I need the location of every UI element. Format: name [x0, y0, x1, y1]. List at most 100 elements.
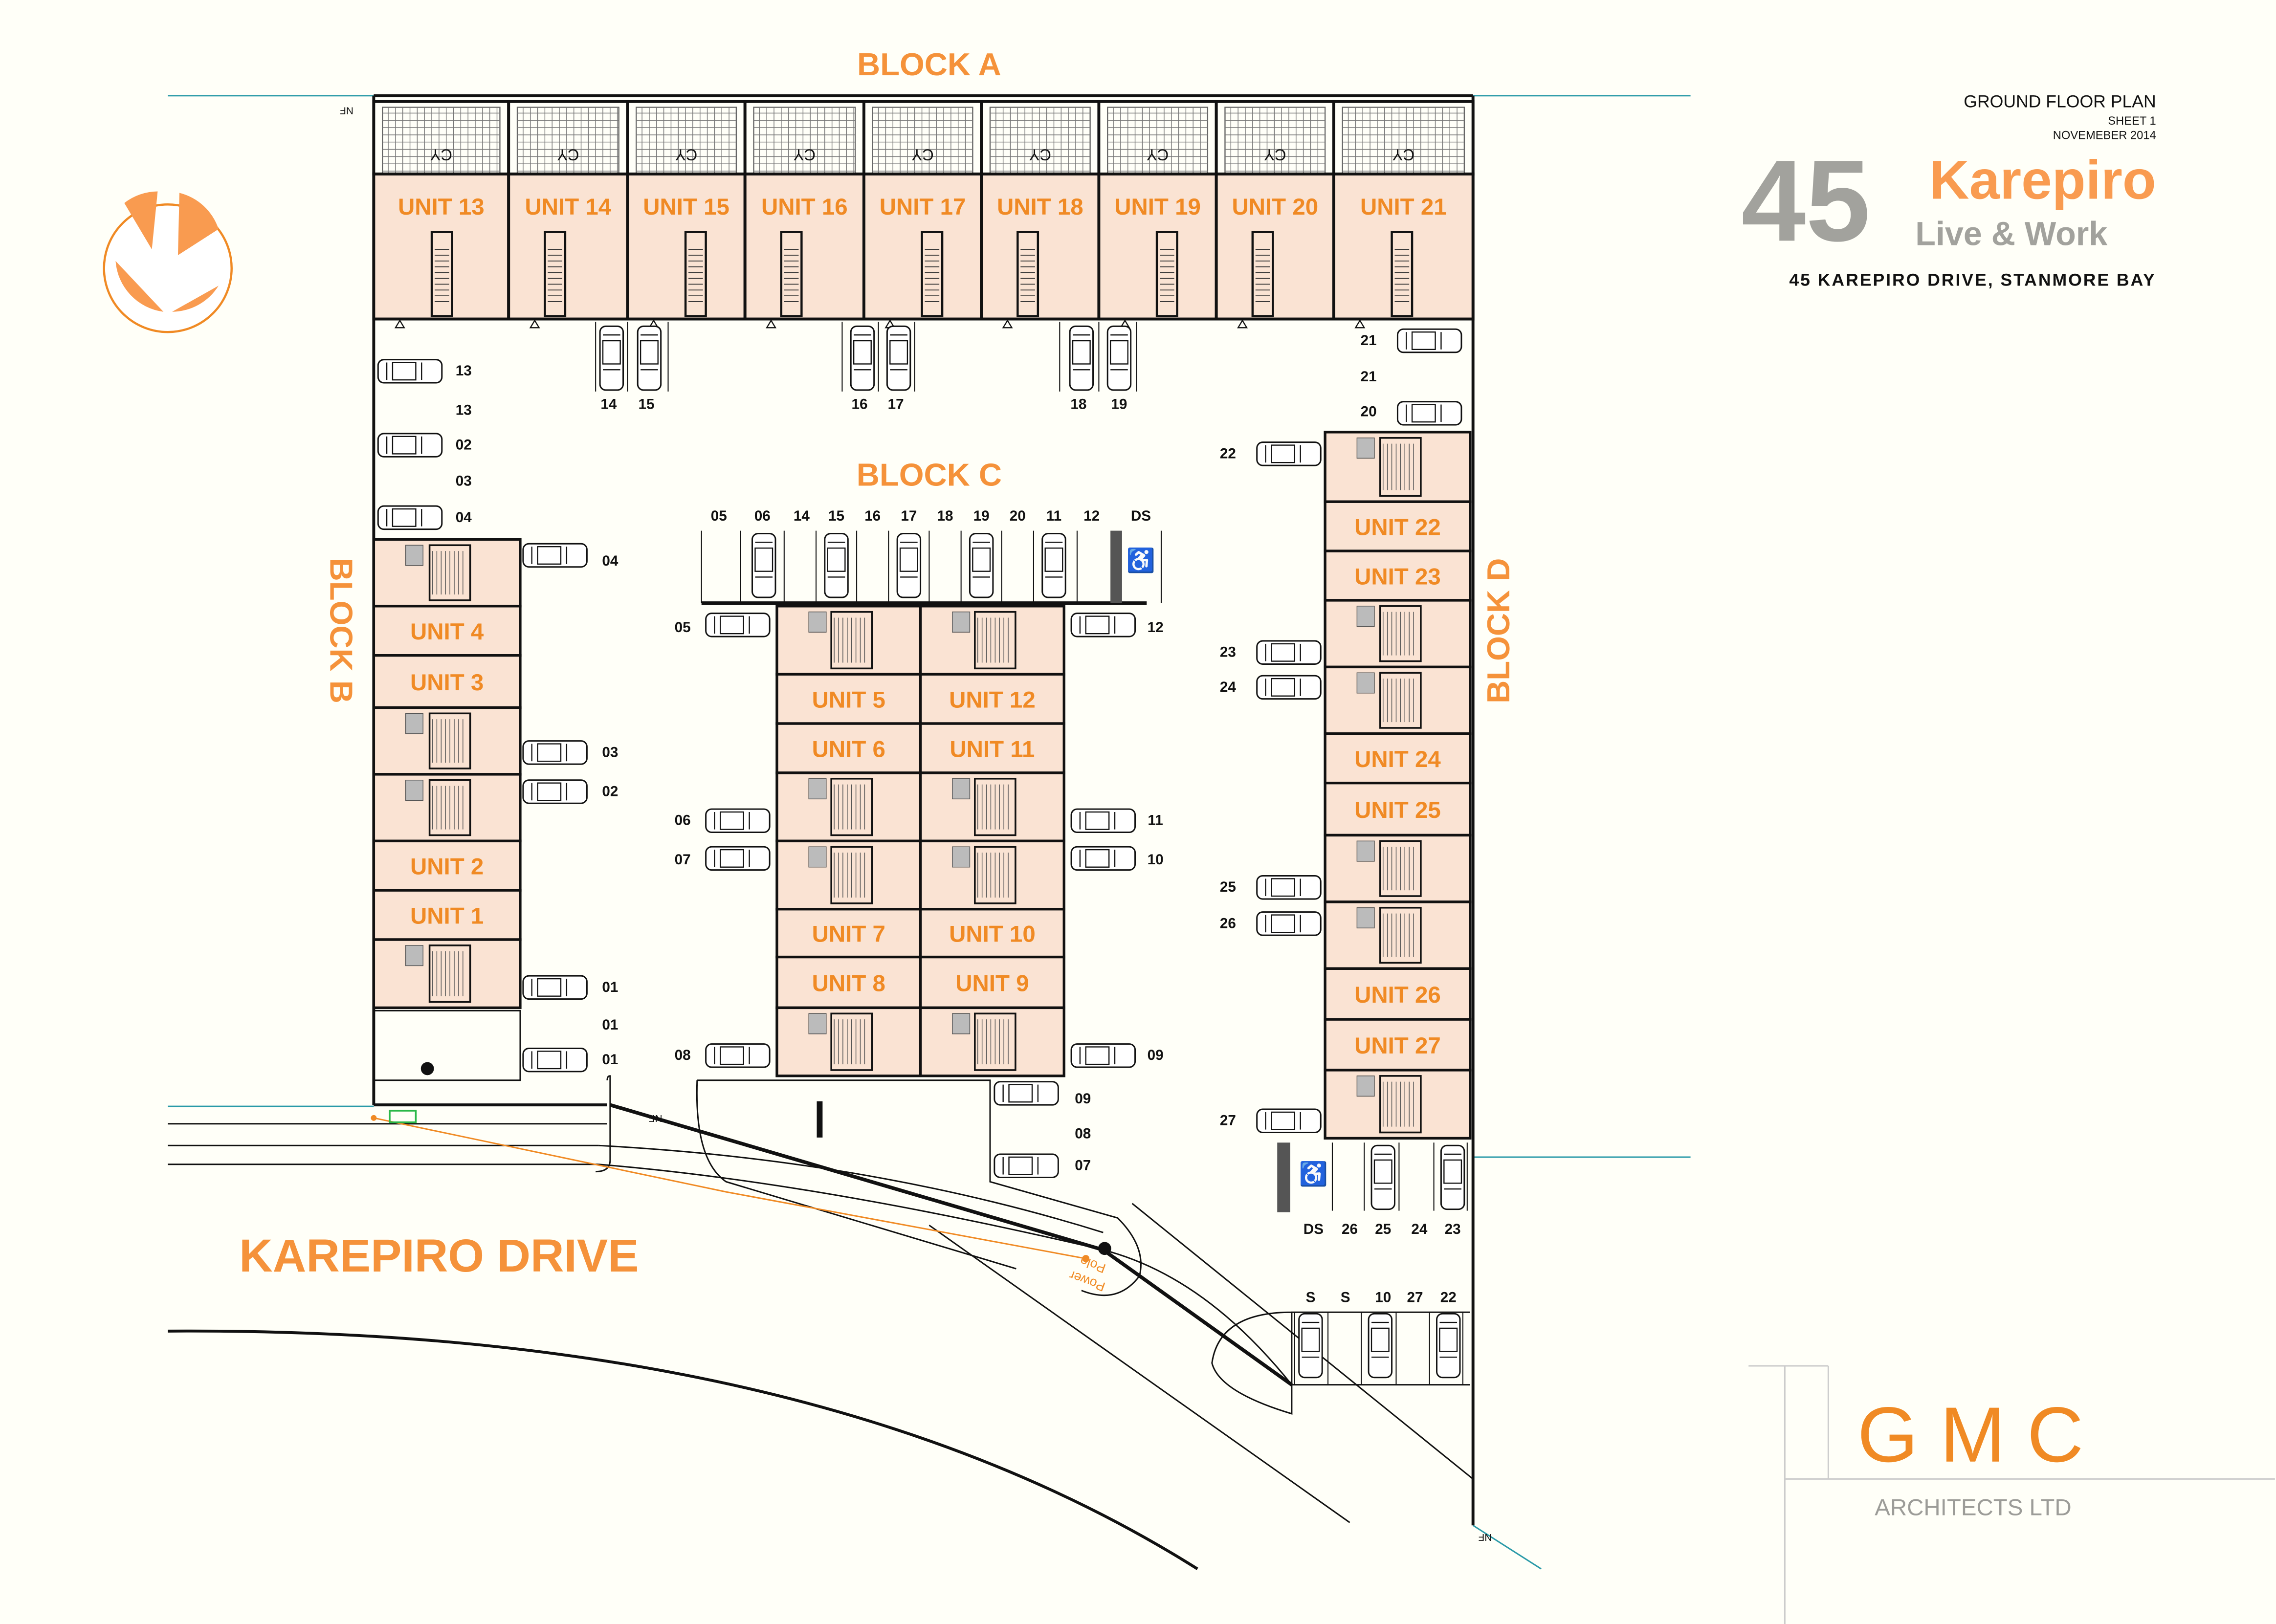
boundary-lines [168, 95, 1691, 1570]
stair-core [1155, 231, 1178, 317]
unit-label: UNIT 18 [997, 194, 1083, 220]
unit-block-d[interactable]: UNIT 26 [1324, 967, 1472, 1021]
stair-core [780, 231, 803, 317]
unit-label: UNIT 15 [643, 194, 729, 220]
stair-core [921, 231, 944, 317]
unit-block-c[interactable]: UNIT 5 [775, 673, 922, 725]
kitchen-grid [952, 846, 971, 868]
title-block: GROUND FLOOR PLAN SHEET 1 NOVEMEBER 2014… [1741, 91, 2156, 289]
architect-name: G M C [1857, 1391, 2084, 1478]
parked-car [1106, 325, 1132, 391]
unit-floor [919, 955, 1065, 1010]
kitchen-grid [808, 1013, 827, 1034]
unit-block-c[interactable]: UNIT 7 [775, 908, 922, 959]
parked-car [994, 1081, 1059, 1106]
parked-car [377, 505, 443, 530]
unit-block-c [775, 771, 922, 842]
unit-block-c[interactable]: UNIT 8 [775, 955, 922, 1010]
stair-zone [1324, 900, 1472, 970]
block-a-label: BLOCK A [857, 46, 1001, 82]
parking-space-label: 03 [602, 744, 618, 760]
parked-car [1070, 1043, 1136, 1068]
road [168, 1075, 1474, 1570]
parked-car [1256, 911, 1322, 936]
kitchen-grid [808, 846, 827, 868]
parking-space-label: 16 [864, 508, 881, 524]
stair-core [1379, 1075, 1422, 1134]
parking-space-label: 06 [754, 508, 771, 524]
unit-block-c[interactable]: UNIT 6 [775, 722, 922, 774]
brand-name: Karepiro [1929, 149, 2156, 210]
unit-block-c[interactable]: UNIT 12 [919, 673, 1065, 725]
unit-block-d[interactable]: UNIT 24 [1324, 732, 1472, 785]
kitchen-grid [405, 780, 423, 801]
unit-block-b[interactable]: UNIT 3 [372, 654, 522, 709]
parked-car [1396, 401, 1462, 426]
power-line [371, 1110, 1090, 1262]
unit-block-b[interactable]: UNIT 1 [372, 889, 522, 941]
parking-space-label: 04 [456, 509, 472, 526]
kitchen-grid [1356, 840, 1375, 862]
unit-block-d[interactable]: UNIT 27 [1324, 1018, 1472, 1072]
stair-core [1379, 840, 1422, 897]
parked-car [850, 325, 875, 391]
stair-core [830, 611, 873, 670]
courtyard-label: CY [1264, 146, 1286, 164]
parking-space-label: 07 [1075, 1158, 1091, 1174]
unit-block-a[interactable]: CY UNIT 14 [507, 100, 629, 329]
parked-car [1368, 1313, 1393, 1379]
stair-zone [372, 773, 522, 842]
parked-car [377, 433, 443, 458]
stair-core [1251, 231, 1274, 317]
unit-floor [919, 673, 1065, 725]
unit-block-a[interactable]: CY UNIT 20 [1215, 100, 1335, 329]
courtyard-grid [516, 107, 619, 175]
unit-label: UNIT 19 [1114, 194, 1201, 220]
unit-label: UNIT 20 [1232, 194, 1318, 220]
parking-space-label: 13 [456, 402, 472, 418]
unit-block-b [372, 538, 522, 608]
parked-car [1041, 533, 1066, 598]
stair-zone [1324, 431, 1472, 503]
courtyard-label: CY [557, 146, 579, 164]
entry-marker [766, 319, 777, 329]
unit-label: UNIT 13 [398, 194, 485, 220]
parked-car [1070, 846, 1136, 871]
unit-floor [372, 654, 522, 709]
parked-car [1370, 1144, 1395, 1210]
unit-floor [372, 172, 510, 321]
courtyard-label: CY [793, 146, 816, 164]
stair-core [1016, 231, 1039, 317]
unit-label: UNIT 7 [812, 921, 885, 947]
parking-space-label: 05 [675, 619, 691, 636]
block-b-label: BLOCK B [323, 558, 359, 703]
unit-block-d[interactable]: UNIT 25 [1324, 782, 1472, 837]
unit-label: UNIT 6 [812, 736, 885, 762]
unit-label: UNIT 8 [812, 970, 885, 996]
unit-label: UNIT 5 [812, 687, 885, 713]
unit-block-c[interactable]: UNIT 11 [919, 722, 1065, 774]
unit-block-b[interactable]: UNIT 2 [372, 839, 522, 892]
stair-zone [372, 938, 522, 1010]
stair-core [974, 611, 1016, 670]
parking-space-label: 11 [1148, 812, 1163, 829]
entry-marker [1354, 319, 1366, 329]
unit-block-b[interactable]: UNIT 4 [372, 605, 522, 657]
unit-block-d[interactable]: UNIT 23 [1324, 549, 1472, 602]
unit-label: UNIT 14 [525, 194, 612, 220]
courtyard-label: CY [1392, 146, 1414, 164]
unit-block-c[interactable]: UNIT 10 [919, 908, 1065, 959]
parking-space-label: 21 [1361, 332, 1377, 349]
parking-space-label: 24 [1220, 679, 1236, 695]
stair-core [1379, 672, 1422, 729]
unit-block-c[interactable]: UNIT 9 [919, 955, 1065, 1010]
parking-space-label: 19 [973, 508, 990, 524]
unit-block-d[interactable]: UNIT 22 [1324, 500, 1472, 552]
